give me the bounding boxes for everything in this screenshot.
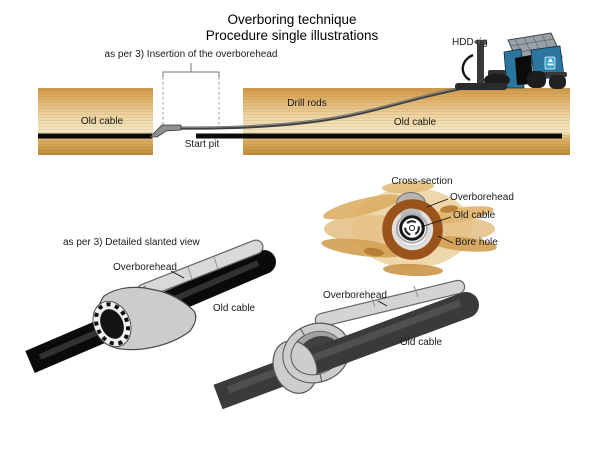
cs-bore-hole-ring — [382, 199, 443, 260]
pb-sleeve-seam-2 — [413, 285, 419, 298]
sv-leader-overborehead — [170, 270, 185, 279]
rig-mast-cap — [474, 40, 487, 44]
sv-tube-seam-2 — [213, 256, 219, 270]
slanted-view-figure — [25, 239, 276, 374]
pb-sleeve-seam-1 — [370, 295, 376, 308]
pb-cable-end-cap — [453, 292, 479, 318]
leader-old-cable — [420, 216, 452, 228]
rig-wheel-left — [527, 71, 546, 88]
start-pit-label: Start pit — [184, 139, 220, 150]
cross-section-figure — [321, 180, 497, 277]
cs-cable-center — [408, 224, 416, 232]
cs-leader-lines — [420, 198, 454, 244]
sv-cutter-ring — [92, 300, 132, 348]
page-title-line2: Procedure single illustrations — [205, 28, 379, 43]
cs-overborehead-label: Overborehead — [450, 192, 514, 203]
old-cable-left-line — [38, 133, 152, 139]
sv-cable-end-cap — [252, 250, 276, 274]
old-cable-right-label: Old cable — [393, 117, 437, 128]
rig-logo-plate — [544, 56, 556, 70]
ground-section — [38, 88, 570, 155]
rig-wheel-right — [549, 75, 566, 89]
insertion-bracket — [162, 63, 220, 77]
rig-hose — [461, 53, 474, 82]
pb-sleeve — [316, 281, 464, 326]
pb-overborehead-label: Overborehead — [323, 290, 387, 301]
cs-old-cable-label: Old cable — [453, 210, 496, 221]
cross-section-title: Cross-section — [391, 176, 453, 187]
cs-bore-hole-label: Bore hole — [455, 237, 498, 248]
hdd-rig-label: HDD rig — [452, 37, 488, 48]
drill-rods-label: Drill rods — [287, 98, 327, 109]
sv-overborehead-label: Overborehead — [113, 262, 177, 273]
insertion-label: as per 3) Insertion of the overborehead — [104, 49, 278, 60]
old-cable-right-line — [196, 133, 562, 139]
slanted-view-caption: as per 3) Detailed slanted view — [63, 237, 200, 248]
pb-old-cable-label: Old cable — [399, 337, 443, 348]
start-pit-markers — [162, 63, 220, 131]
leader-overborehead — [426, 198, 449, 208]
rig-base-skid — [455, 83, 507, 90]
leader-bore-hole — [437, 235, 454, 244]
pb-cable-sheen — [226, 299, 462, 394]
pb-collar-near-band — [282, 328, 323, 384]
overborehead-wedge — [149, 124, 182, 138]
pullback-view-figure — [213, 279, 479, 410]
rig-logo-bar — [547, 63, 554, 66]
sv-old-cable-label: Old cable — [212, 303, 256, 314]
sv-tube-seam-1 — [187, 266, 193, 280]
old-cable-left-label: Old cable — [80, 116, 124, 127]
pb-leader-overborehead — [377, 300, 388, 307]
sv-ring-teeth — [93, 302, 131, 346]
rig-logo-glyph — [548, 58, 553, 62]
hdd-rig-machine — [455, 32, 567, 90]
page-title-line1: Overboring technique — [227, 12, 357, 27]
sv-cable-cross-section — [100, 309, 124, 339]
ground-left-texture — [38, 88, 153, 155]
rig-mast — [477, 42, 484, 85]
cs-cable-cores — [404, 220, 420, 236]
sv-probe-tube — [137, 240, 263, 298]
ground-right-texture — [243, 88, 570, 155]
